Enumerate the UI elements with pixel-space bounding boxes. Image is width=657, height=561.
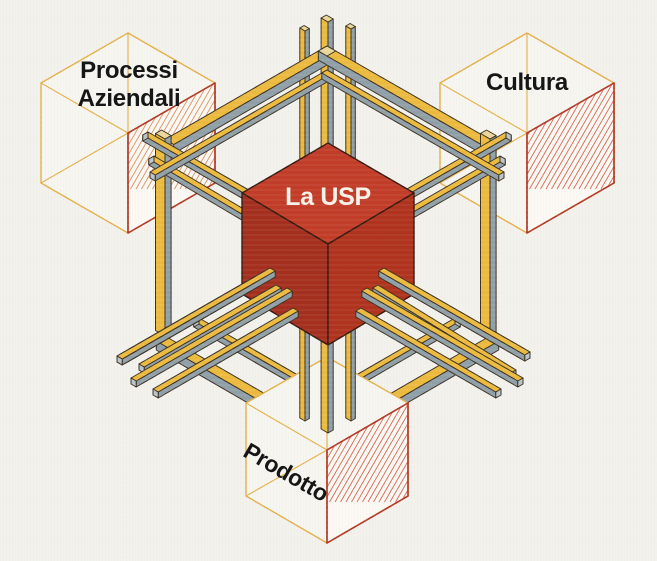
hatch-line [527, 83, 614, 190]
hatch-line [340, 403, 408, 503]
cube-spoke [439, 82, 528, 134]
hatch-lines [327, 403, 408, 503]
hatch-line [556, 83, 614, 190]
beam-end-cap [149, 171, 156, 182]
hatch-line [128, 83, 215, 190]
hatch-line [573, 83, 614, 190]
hatch-face-border [326, 402, 409, 544]
hatch-line [334, 403, 408, 503]
hatch-line [130, 83, 215, 190]
hatch-line [567, 83, 614, 190]
cube-prodotto [245, 356, 409, 544]
beam-end-cap [152, 388, 159, 399]
beam-end-cap [498, 171, 505, 182]
hatch-line [527, 83, 614, 190]
hatch-lines [527, 83, 614, 190]
hatch-line [362, 403, 408, 503]
beam-end-cap [517, 377, 524, 388]
hatch-line [128, 83, 215, 190]
cube-la-usp [241, 142, 415, 346]
hatch-line [527, 83, 614, 190]
hatch-line [545, 83, 614, 190]
beam-end-cap [148, 155, 155, 166]
beam-end-cap [499, 155, 506, 166]
hatch-line [367, 403, 408, 503]
beam-end-cap [524, 351, 531, 362]
cube-face-stub-beams [116, 267, 531, 399]
hatch-line [589, 83, 614, 190]
hatch-line [551, 83, 614, 190]
cube-spoke [245, 449, 328, 497]
hatch-line [351, 403, 408, 503]
hatch-line [578, 83, 614, 190]
beam-end-cap [495, 388, 502, 399]
beam-end-cap [116, 355, 123, 366]
post-top-cap [480, 129, 497, 140]
post-top-cap [320, 14, 334, 23]
hatch-line [529, 83, 614, 190]
post-top-cap [299, 25, 310, 32]
hatch-line [329, 403, 408, 503]
hatch-line [327, 403, 408, 503]
beam-end-cap [142, 131, 149, 142]
post-top-cap [345, 23, 356, 30]
hatch-line [534, 83, 614, 190]
hatch-line [562, 83, 614, 190]
hatch-line [584, 83, 614, 190]
hatch-line [345, 403, 408, 503]
apex-cap [317, 45, 337, 57]
hatch-line [373, 403, 408, 503]
post-top-cap [155, 129, 172, 140]
hatch-line [327, 403, 408, 503]
hatch-line [378, 403, 408, 503]
hatch-line [128, 83, 215, 190]
hatch-line [384, 403, 408, 503]
cube-spoke [245, 402, 328, 451]
beam-end-cap [505, 131, 512, 142]
hatch-line [128, 83, 215, 190]
cube-spoke [40, 82, 129, 134]
hatch-line [527, 83, 614, 190]
hatch-face-border [526, 82, 615, 234]
hatch-line [327, 403, 408, 503]
beam-end-cap [130, 377, 137, 388]
cube-spoke [40, 132, 129, 184]
hatch-line [327, 403, 408, 503]
hatch-line [540, 83, 614, 190]
hatch-line [356, 403, 408, 503]
hatch-line [190, 83, 215, 190]
